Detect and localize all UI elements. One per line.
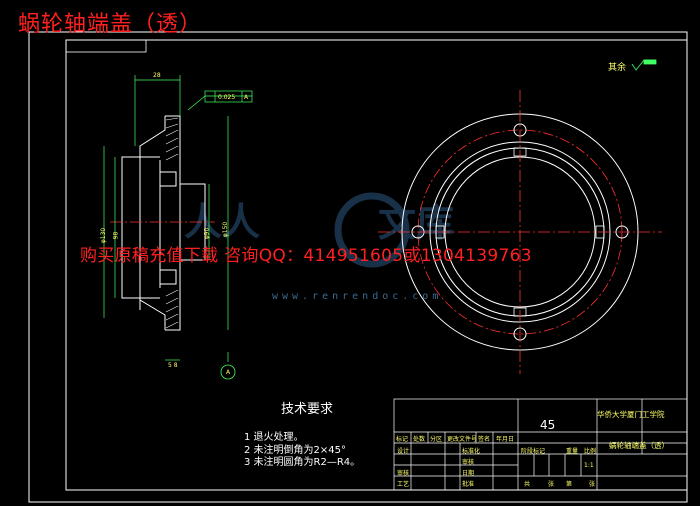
school-name: 华侨大学厦门工学院 <box>597 410 665 419</box>
tech-item-3: 3 未注明圆角为R2—R4。 <box>244 457 361 468</box>
dim-dia-right-2: φ150 <box>222 221 230 238</box>
tb-left-label-1: 设计 <box>397 448 410 455</box>
tb-stage-label: 阶段标记 <box>521 448 546 455</box>
tb-weight-label: 重量 <box>566 448 579 455</box>
dim-bottom: 5 8 <box>168 362 178 369</box>
datum-a-label: A <box>226 369 231 376</box>
section-hatching <box>165 117 179 329</box>
drawing-title: 蜗轮轴端盖（透） <box>18 12 203 37</box>
material-label: 45 <box>540 418 556 432</box>
tb-sheet-label-4: 张 <box>589 481 596 488</box>
tb-mid-label-1: 标准化 <box>462 448 481 455</box>
dim-dia-right-1: φ90 <box>203 227 211 240</box>
front-view[interactable] <box>378 90 662 374</box>
tb-left-label-3: 工艺 <box>397 481 410 488</box>
tech-item-2: 2 未注明倒角为2×45° <box>244 444 347 456</box>
tb-left-label-2: 审核 <box>397 470 410 477</box>
tb-scale-label: 比例 <box>584 448 597 455</box>
watermark-contact: 购买原稿充值下载 咨询QQ：414951605或1304139763 <box>80 246 532 266</box>
tb-mid-label-3: 审核 <box>462 459 475 466</box>
tech-requirements-list: 1 退火处理。 2 未注明倒角为2×45° 3 未注明圆角为R2—R4。 <box>244 432 360 470</box>
tb-sheet-label-2: 张 <box>548 481 555 488</box>
part-name: 蜗轮轴端盖（透） <box>609 441 669 450</box>
tb-sheet-label-1: 共 <box>524 481 531 488</box>
inner-frame <box>65 39 688 491</box>
tb-row-label-3: 分区 <box>430 436 443 443</box>
roughness-label: 其余 <box>608 63 627 73</box>
tech-requirements-title: 技术要求 <box>281 402 334 417</box>
tolerance-frame <box>204 90 253 103</box>
tb-row-label-2: 处数 <box>413 436 426 443</box>
tb-row-label-5: 签名 <box>478 436 491 443</box>
datum-a-circle <box>220 364 236 380</box>
dimension-lines <box>103 75 252 362</box>
tb-scale-value: 1:1 <box>584 462 594 469</box>
tolerance-value: 0.025 <box>218 94 236 101</box>
tb-mid-label-4: 日期 <box>462 470 475 477</box>
tb-mid-label-2: 批准 <box>462 481 475 488</box>
tb-sheet-label-3: 第 <box>566 481 573 488</box>
tb-row-label-6: 年月日 <box>496 436 515 443</box>
roughness-symbol <box>631 59 657 71</box>
corner-box <box>65 39 147 53</box>
tb-row-label-4: 更改文件号 <box>447 436 478 443</box>
tech-item-1: 1 退火处理。 <box>244 432 304 443</box>
dim-dia-left-2: 98 <box>112 231 120 240</box>
dim-width-top: 28 <box>153 72 161 79</box>
tb-row-label-1: 标记 <box>396 436 409 443</box>
title-block <box>393 398 688 491</box>
dim-dia-left-1: φ130 <box>100 227 108 244</box>
watermark-url: www.renrendoc.com <box>272 291 443 302</box>
tolerance-datum: A <box>244 94 249 101</box>
